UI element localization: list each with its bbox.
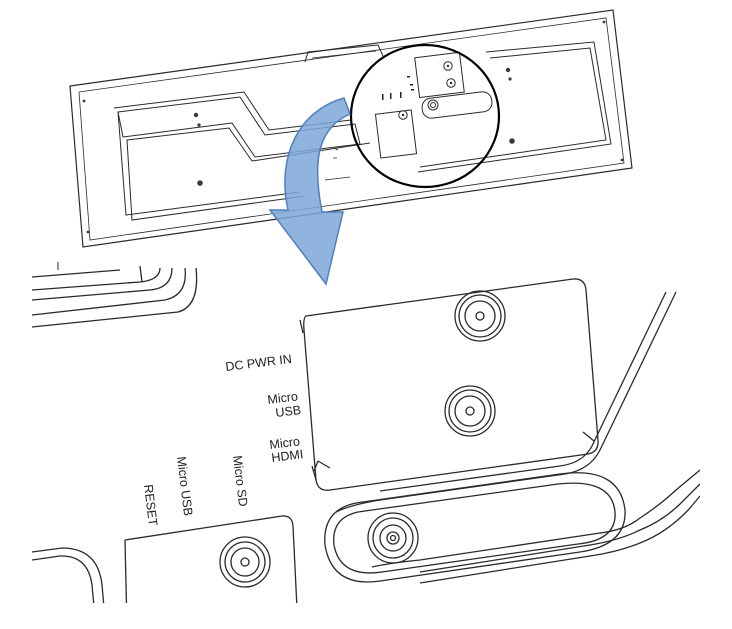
zoom-arrow: [268, 97, 351, 286]
display-back-panel: [69, 9, 633, 248]
label-micro-usb-line2: USB: [275, 403, 302, 420]
label-micro-usb-line1: Micro: [267, 389, 299, 407]
label-micro-sd: Micro SD: [230, 455, 250, 508]
label-dc-pwr-in: DC PWR IN: [225, 352, 293, 374]
port-labels-right: DC PWR IN Micro USB Micro HDMI: [225, 352, 304, 465]
port-labels-left: RESET Micro USB Micro SD: [141, 455, 250, 527]
label-reset: RESET: [141, 484, 160, 527]
detail-callout-circle: [349, 43, 501, 189]
label-micro-hdmi-line2: HDMI: [271, 447, 304, 465]
label-micro-hdmi-line1: Micro: [269, 434, 301, 452]
label-micro-usb-left: Micro USB: [174, 456, 195, 517]
panel-screws: [82, 20, 624, 234]
enlarged-detail: [31, 265, 701, 629]
